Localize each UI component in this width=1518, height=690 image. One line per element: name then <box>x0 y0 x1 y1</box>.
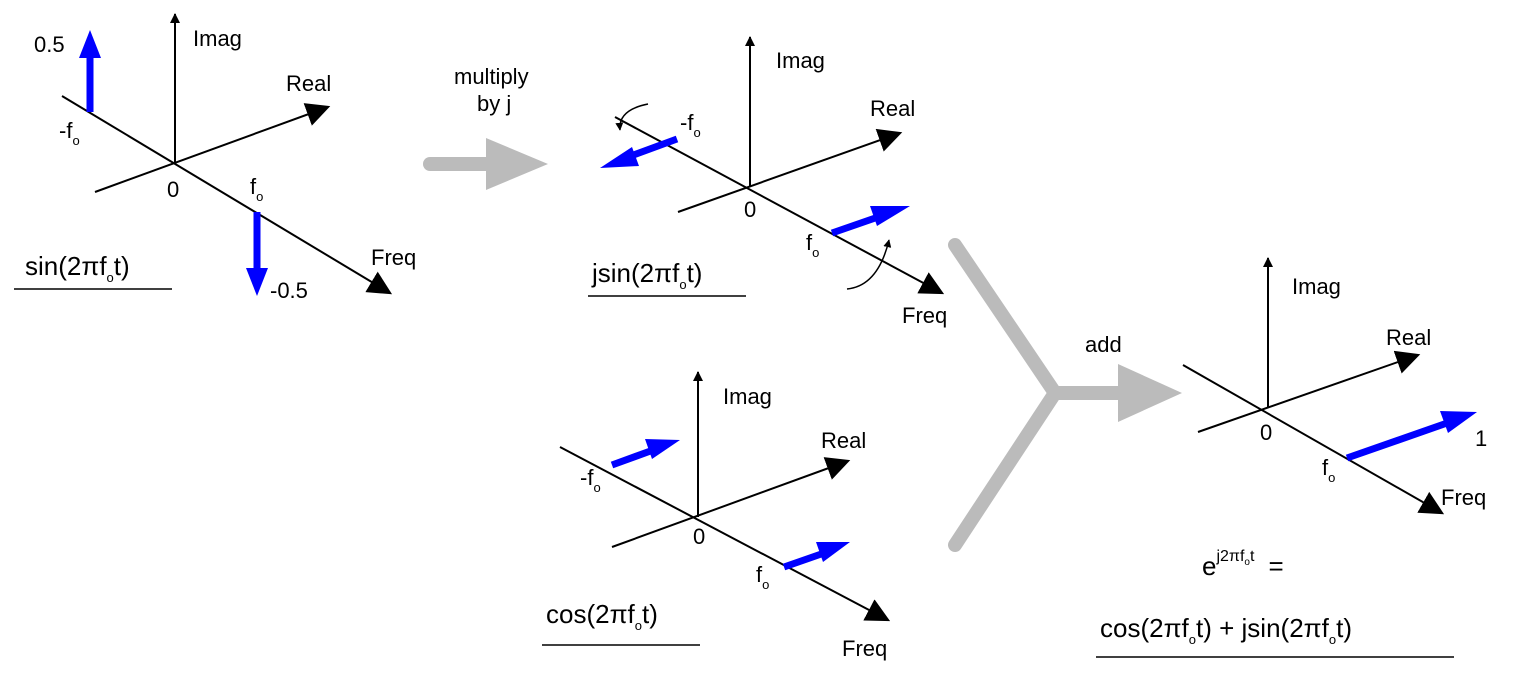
neg-value-label: -0.5 <box>270 278 308 303</box>
pos-freq-phasor-head <box>1440 411 1477 433</box>
add-step: add <box>948 238 1182 552</box>
real-label: Real <box>286 71 331 96</box>
real-axis <box>1197 350 1421 433</box>
rotation-arrow-pos <box>846 239 892 290</box>
pos-value-label: 0.5 <box>34 32 65 57</box>
exp-panel: Imag Real Freq 0 1 fo ej2πfot= cos(2πfot… <box>1096 257 1487 658</box>
freq-label: Freq <box>371 245 416 270</box>
pos-freq-label: fo <box>1322 455 1335 485</box>
imag-label: Imag <box>776 48 825 73</box>
neg-freq-phasor-head <box>600 147 639 168</box>
real-axis <box>677 128 903 213</box>
neg-freq-phasor <box>626 135 679 161</box>
pos-freq-phasor-head <box>870 206 910 226</box>
pos-freq-label: fo <box>806 230 819 260</box>
by-j-label: by j <box>477 91 511 116</box>
cos-title: cos(2πfot) <box>546 599 658 633</box>
magnitude-label: 1 <box>1475 426 1487 451</box>
multiply-by-j-step: multiply by j <box>423 64 548 190</box>
freq-label: Freq <box>842 636 887 661</box>
pos-freq-label: fo <box>250 174 263 204</box>
imag-label: Imag <box>193 26 242 51</box>
real-label: Real <box>870 96 915 121</box>
add-label: add <box>1085 332 1122 357</box>
jsin-panel: Imag Real Freq 0 -fo fo jsin(2πfot) <box>588 36 947 328</box>
merge-branch-top <box>948 238 1062 400</box>
freq-axis <box>559 446 891 622</box>
neg-freq-phasor-head <box>79 30 101 58</box>
pos-freq-phasor <box>782 548 829 571</box>
origin-label: 0 <box>1260 420 1272 445</box>
origin-label: 0 <box>693 524 705 549</box>
rotation-arrow-neg <box>615 103 649 131</box>
neg-freq-label: -fo <box>580 465 601 495</box>
neg-freq-label: -fo <box>680 110 701 140</box>
sin-panel: Imag Real Freq 0 0.5 -0.5 -fo fo sin(2πf… <box>14 13 416 303</box>
real-axis <box>611 457 851 548</box>
pos-freq-phasor <box>830 212 883 237</box>
imag-label: Imag <box>1292 274 1341 299</box>
euler-lhs: ej2πfot= <box>1202 548 1284 581</box>
freq-axis <box>614 116 945 295</box>
merge-branch-bottom <box>948 386 1062 552</box>
pos-freq-label: fo <box>756 562 769 592</box>
origin-label: 0 <box>744 197 756 222</box>
freq-axis <box>61 95 393 295</box>
freq-axis <box>1182 364 1445 515</box>
neg-freq-phasor-head <box>645 439 680 459</box>
euler-rhs: cos(2πfot) + jsin(2πfot) <box>1100 613 1352 647</box>
pos-freq-phasor-head <box>816 542 850 562</box>
cos-panel: Imag Real Freq 0 -fo fo cos(2πfot) <box>542 371 891 661</box>
origin-label: 0 <box>167 177 179 202</box>
neg-freq-label: -fo <box>59 118 80 148</box>
merge-arrow-head <box>1118 364 1182 422</box>
freq-label: Freq <box>1441 485 1486 510</box>
pos-freq-phasor <box>1345 418 1452 462</box>
sin-title: sin(2πfot) <box>25 251 130 285</box>
neg-freq-phasor <box>610 445 658 469</box>
imag-label: Imag <box>723 384 772 409</box>
real-axis <box>94 103 331 193</box>
jsin-title: jsin(2πfot) <box>591 258 702 292</box>
multiply-arrow-head <box>486 138 548 190</box>
real-label: Real <box>1386 325 1431 350</box>
real-label: Real <box>821 428 866 453</box>
multiply-label: multiply <box>454 64 529 89</box>
pos-freq-phasor-head <box>246 268 268 296</box>
freq-label: Freq <box>902 303 947 328</box>
